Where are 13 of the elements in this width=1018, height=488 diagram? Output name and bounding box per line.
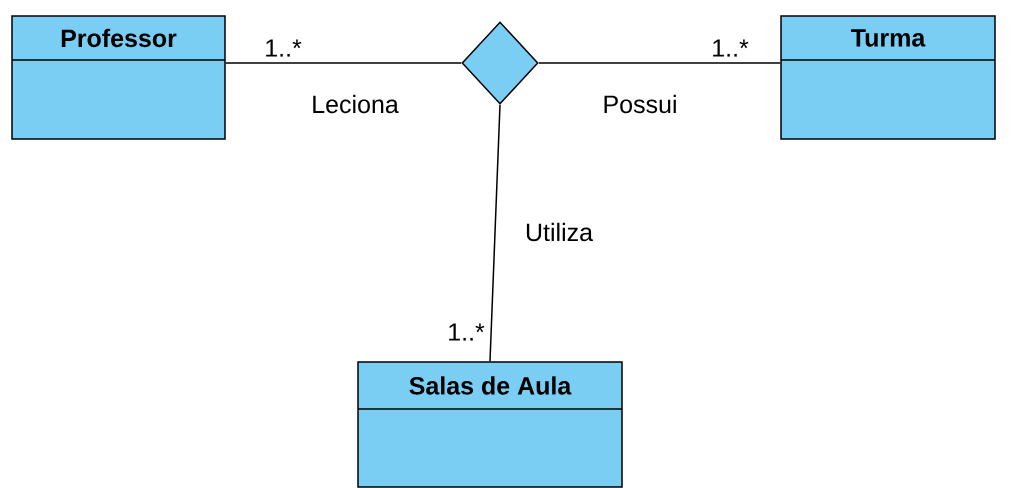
multiplicity-label: 1..* bbox=[713, 39, 749, 57]
association-line bbox=[538, 62, 781, 64]
class-box: Professor bbox=[11, 15, 226, 140]
class-box: Turma bbox=[780, 15, 996, 140]
edge-label: Possui bbox=[601, 93, 679, 115]
edge-label: Leciona bbox=[310, 93, 400, 115]
association-line bbox=[489, 104, 501, 362]
multiplicity-label: 1..* bbox=[266, 39, 302, 57]
edge-label: Utiliza bbox=[523, 221, 595, 243]
multiplicity-label: 1..* bbox=[449, 323, 485, 341]
class-box: Salas de Aula bbox=[357, 361, 623, 488]
association-line bbox=[225, 62, 462, 64]
relationship-diamond bbox=[461, 21, 539, 105]
